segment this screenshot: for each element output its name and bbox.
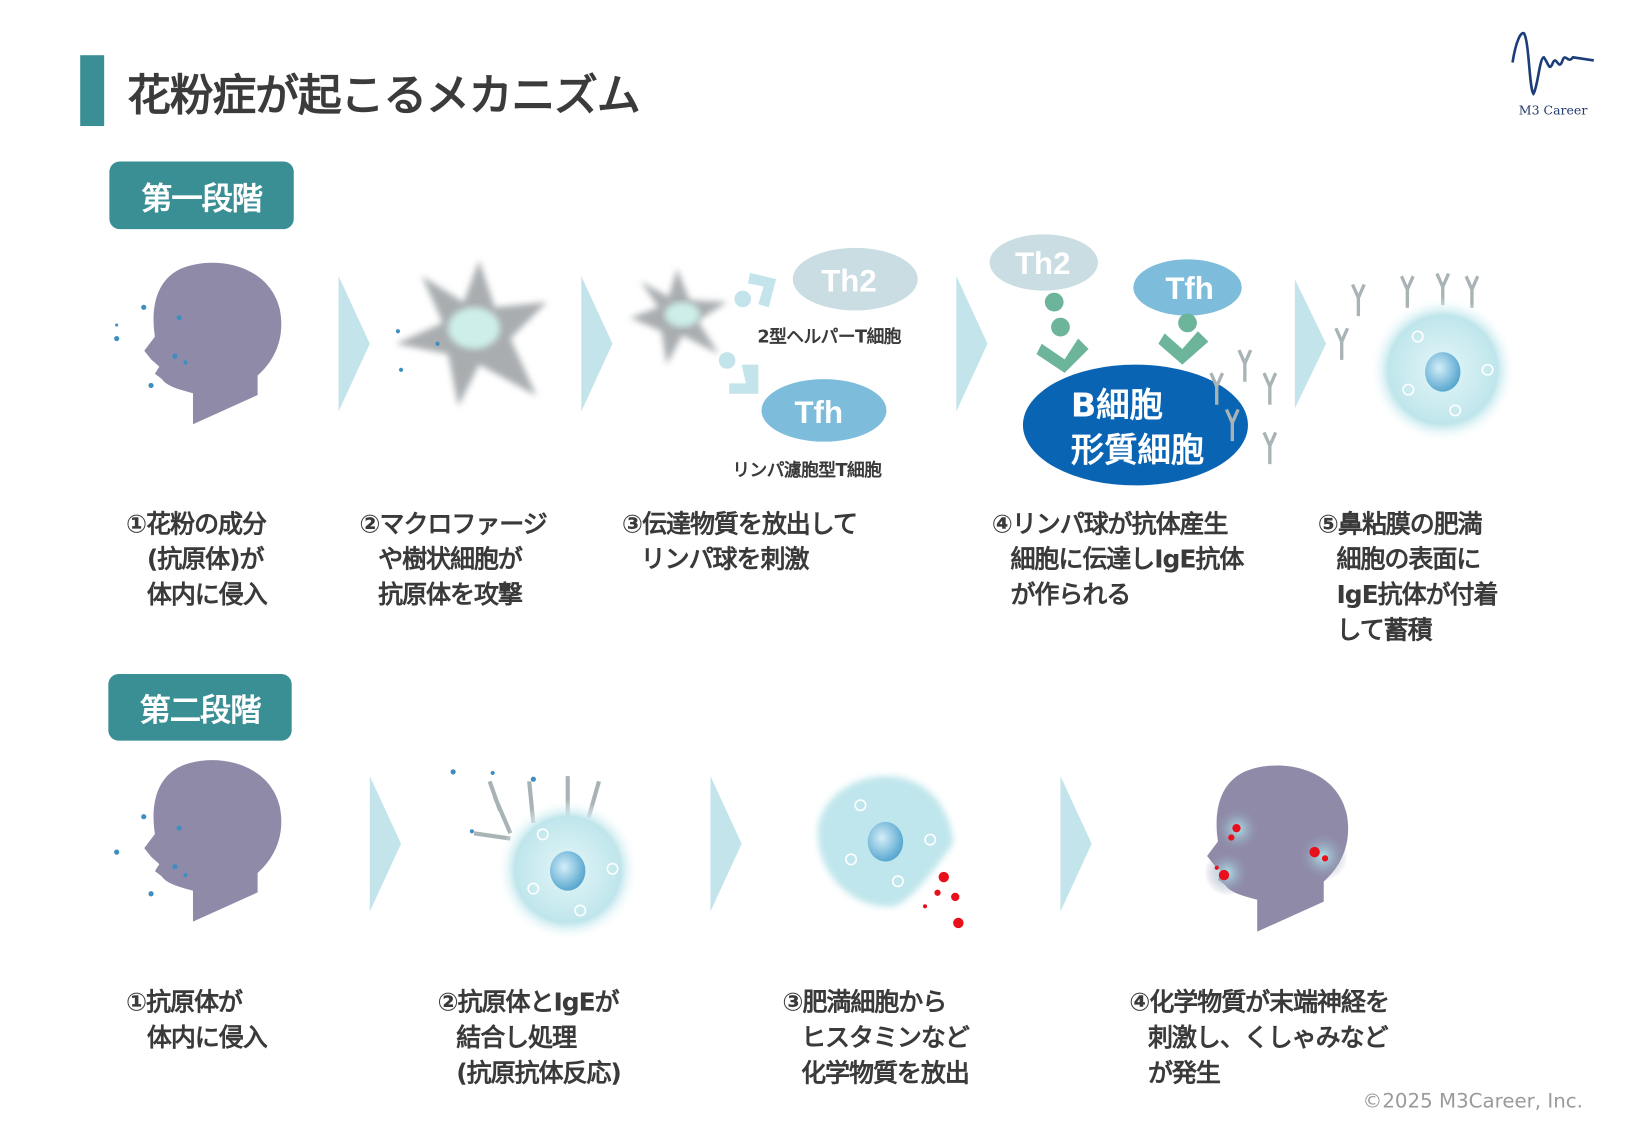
stage2-step3-caption: ③肥満細胞からヒスタミンなど化学物質を放出: [782, 987, 970, 1088]
th2-description: 2型ヘルパーT細胞: [757, 327, 902, 348]
stage1-step4-caption: ④リンパ球が抗体産生細胞に伝達しIgE抗体が作られる: [991, 509, 1245, 610]
logo-text: M3 Career: [1518, 103, 1588, 118]
th2-label: Th2: [821, 264, 877, 299]
stage2-badge: 第二段階: [108, 673, 292, 741]
th2-cell: [792, 247, 918, 311]
tfh-description: リンパ濾胞型T細胞: [732, 460, 882, 482]
copyright: ©2025 M3Career, Inc.: [1362, 1089, 1583, 1113]
title-accent-bar: [80, 55, 105, 127]
stage1-step3-caption: ③伝達物質を放出してリンパ球を刺激: [621, 509, 858, 574]
m3-career-logo: [1511, 31, 1594, 96]
th2-label: Th2: [1015, 246, 1071, 281]
b-cell: [1022, 364, 1248, 486]
histamine-icon: [922, 871, 964, 929]
degranulating-mast-cell-icon: [817, 776, 964, 929]
tfh-cell: [761, 379, 887, 442]
head-icon: [114, 262, 282, 425]
tfh-cell: [1133, 259, 1242, 316]
plasma-cell-label: 形質細胞: [1071, 430, 1204, 469]
tfh-label: Tfh: [1165, 271, 1214, 306]
stage2-step2-caption: ②抗原体とIgEが結合し処理(抗原抗体反応): [437, 987, 622, 1088]
head-reaction-icon: [1204, 765, 1349, 932]
head-icon: [114, 760, 282, 922]
stage1-badge: 第一段階: [109, 161, 294, 230]
tfh-label: Tfh: [794, 395, 843, 430]
b-cell-label: B細胞: [1071, 386, 1163, 425]
stage1-step2-caption: ②マクロファージや樹状細胞が抗原体を攻撃: [359, 509, 547, 610]
signal-molecule-icon: [1036, 292, 1209, 373]
mast-cell-antigen-icon: [450, 769, 639, 941]
stage1-step1-caption: ①花粉の成分(抗原体)が体内に侵入: [126, 509, 268, 610]
macrophage-icon: [395, 260, 547, 407]
arrow-icon: [338, 276, 1327, 912]
mast-cell-icon: [1334, 271, 1516, 443]
stage2-step1-caption: ①抗原体が体内に侵入: [126, 987, 268, 1053]
th2-cell: [989, 234, 1098, 291]
dendritic-cell-icon: [630, 268, 777, 394]
page-title: 花粉症が起こるメカニズム: [127, 69, 641, 121]
stage2-step4-caption: ④化学物質が末端神経を刺激し、くしゃみなどが発生: [1129, 987, 1390, 1088]
